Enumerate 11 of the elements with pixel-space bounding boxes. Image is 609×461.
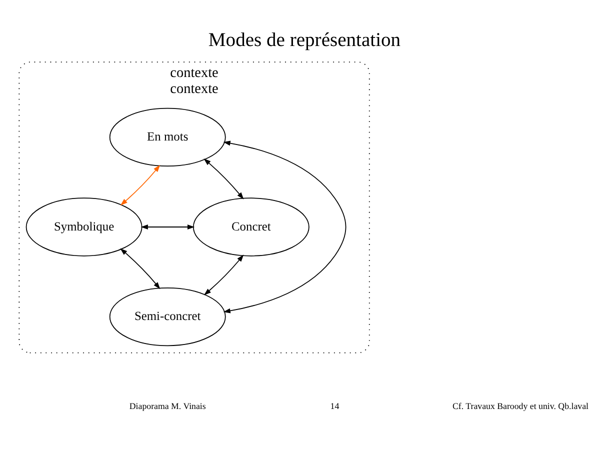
arrow xyxy=(120,248,160,289)
label: Diaporama M. Vinais xyxy=(129,400,206,410)
label: Cf. Travaux Baroody et univ. Qb.laval xyxy=(452,400,588,410)
diagram-title: Modes de représentation xyxy=(208,29,401,50)
arrow xyxy=(120,164,160,205)
arrow xyxy=(204,254,244,295)
arrow xyxy=(204,158,244,199)
arrow xyxy=(223,140,346,313)
label: 14 xyxy=(330,400,340,410)
node-ellipse: Concret xyxy=(192,197,310,256)
arrow xyxy=(140,224,195,229)
